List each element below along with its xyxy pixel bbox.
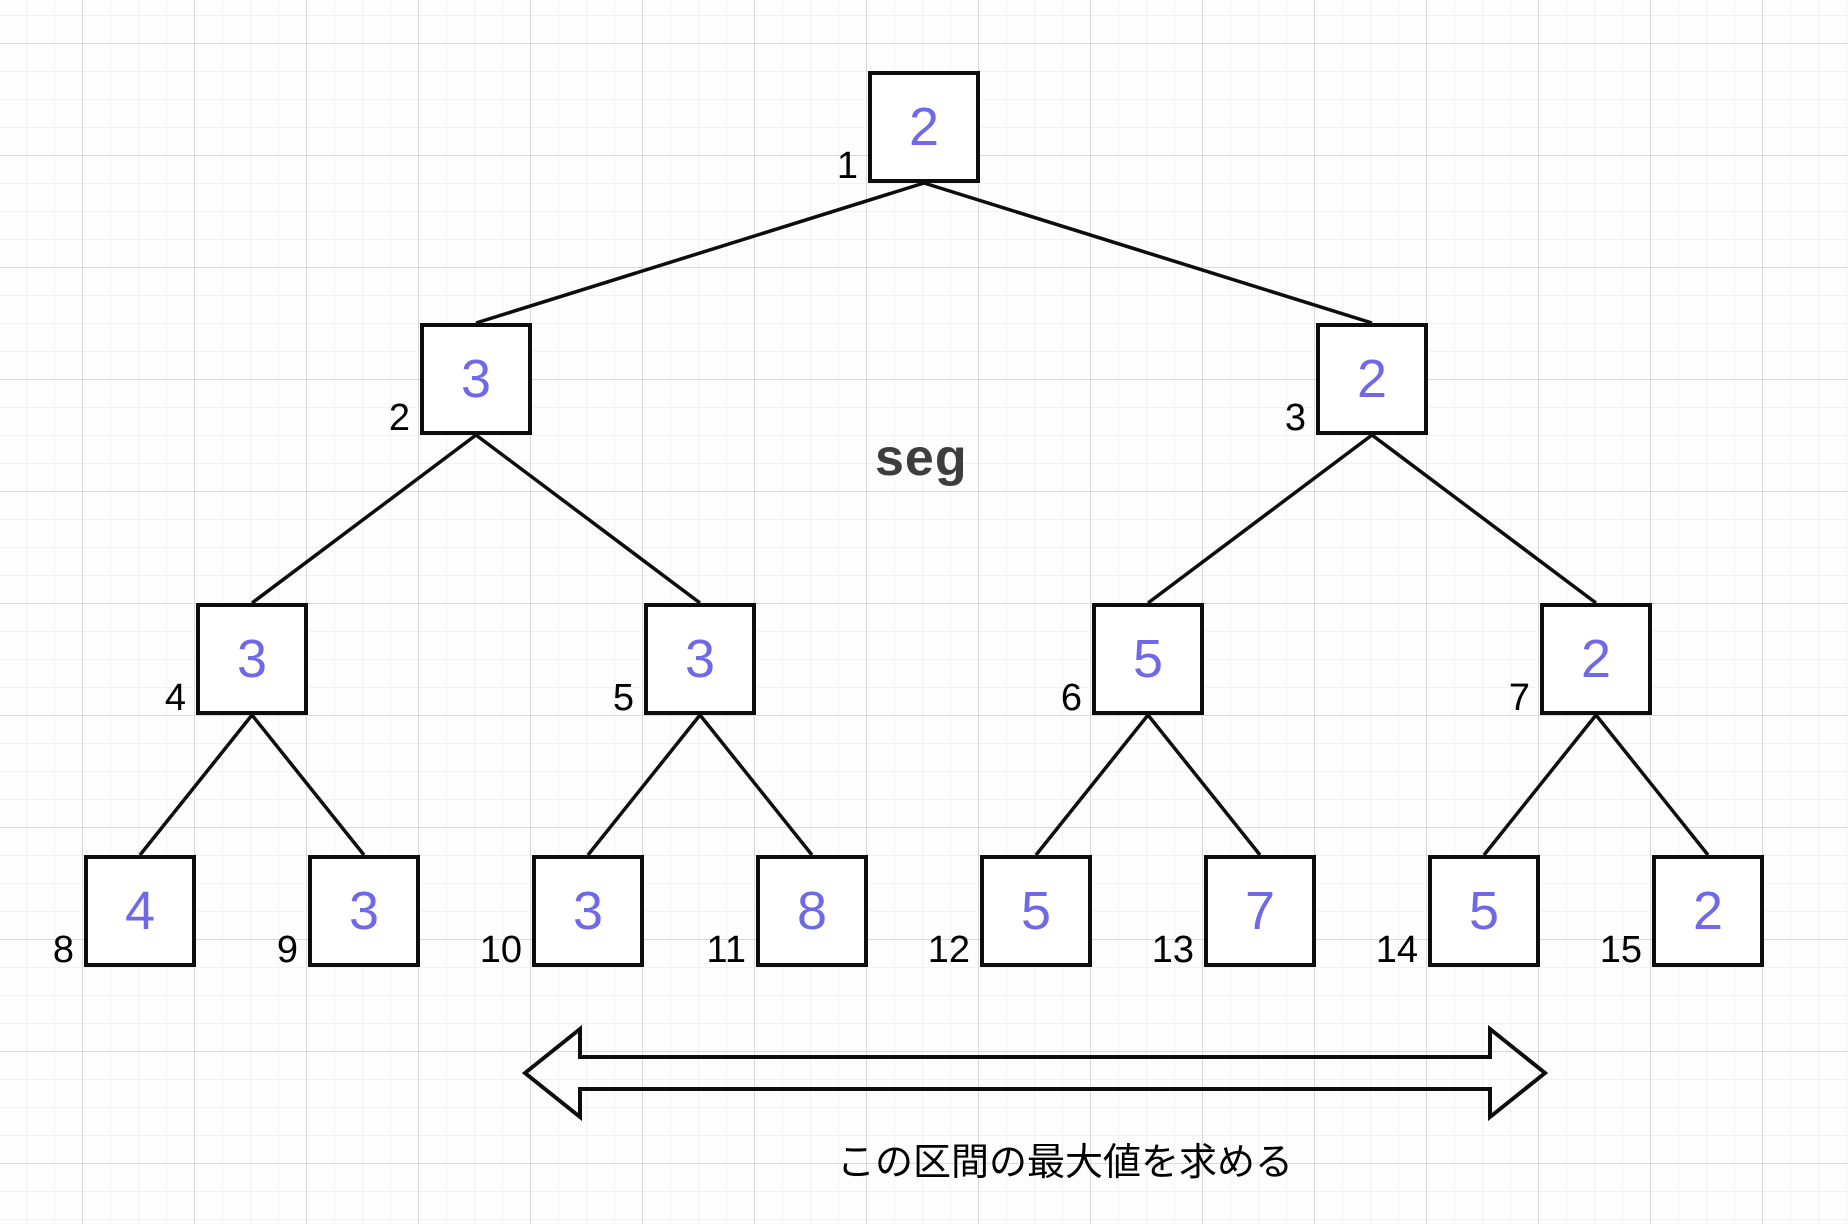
tree-node-12: 5 12 (928, 855, 1092, 969)
node-value: 2 (908, 97, 940, 157)
node-index-label: 15 (1599, 929, 1642, 971)
tree-edge-6-13 (1146, 713, 1262, 857)
tree-node-13: 7 13 (1152, 855, 1316, 969)
tree-edge-7-15 (1594, 713, 1710, 857)
tree-edge-2-5 (474, 433, 702, 605)
tree-node-14: 5 14 (1376, 855, 1540, 969)
node-index-label: 8 (52, 929, 74, 971)
tree-edges (138, 181, 1710, 857)
tree-edge-5-10 (586, 713, 702, 857)
range-caption: この区間の最大値を求める (836, 1142, 1294, 1184)
node-index-label: 3 (1284, 397, 1306, 439)
node-index-label: 1 (836, 145, 858, 187)
tree-edge-6-12 (1034, 713, 1150, 857)
node-index-label: 5 (612, 677, 634, 719)
node-value: 4 (124, 881, 156, 941)
tree-edge-2-4 (250, 433, 478, 605)
node-value: 5 (1468, 881, 1500, 941)
node-value: 2 (1692, 881, 1724, 941)
node-index-label: 4 (164, 677, 186, 719)
tree-node-15: 2 15 (1600, 855, 1764, 969)
tree-node-10: 3 10 (480, 855, 644, 969)
tree-edge-3-7 (1370, 433, 1598, 605)
node-index-label: 13 (1151, 929, 1194, 971)
tree-edge-1-3 (923, 181, 1373, 325)
node-index-label: 12 (927, 929, 970, 971)
node-index-label: 2 (388, 397, 410, 439)
node-index-label: 10 (479, 929, 522, 971)
node-value: 2 (1356, 349, 1388, 409)
node-value: 3 (460, 349, 492, 409)
node-value: 3 (348, 881, 380, 941)
tree-edge-4-8 (138, 713, 254, 857)
tree-edge-5-11 (698, 713, 814, 857)
tree-edge-4-9 (250, 713, 366, 857)
node-value: 3 (684, 629, 716, 689)
tree-node-11: 8 11 (707, 855, 868, 969)
node-index-label: 9 (276, 929, 298, 971)
tree-edge-3-6 (1146, 433, 1374, 605)
node-index-label: 14 (1375, 929, 1418, 971)
tree-title-label: seg (875, 429, 968, 487)
range-arrow (521, 1024, 1549, 1122)
node-index-label: 11 (706, 929, 746, 971)
node-index-label: 7 (1508, 677, 1530, 719)
node-index-label: 6 (1060, 677, 1082, 719)
node-value: 3 (236, 629, 268, 689)
node-value: 5 (1132, 629, 1164, 689)
node-value: 8 (796, 881, 828, 941)
node-value: 2 (1580, 629, 1612, 689)
node-value: 3 (572, 881, 604, 941)
tree-edge-7-14 (1482, 713, 1598, 857)
tree-edge-1-2 (475, 181, 925, 325)
node-value: 7 (1244, 881, 1276, 941)
node-value: 5 (1020, 881, 1052, 941)
